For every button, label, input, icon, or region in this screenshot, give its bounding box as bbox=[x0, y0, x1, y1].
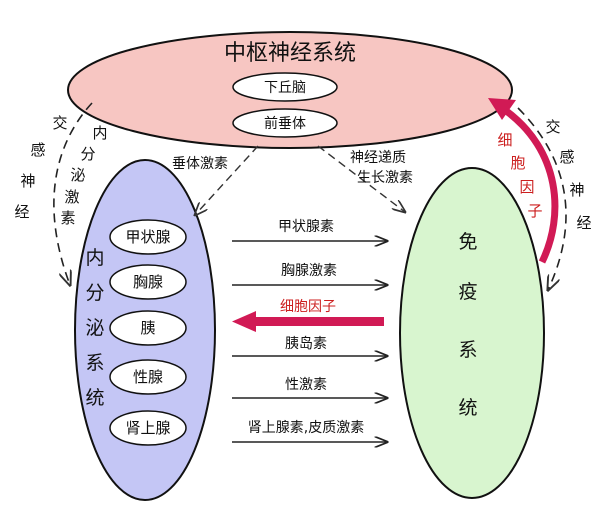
svg-text:甲状腺素: 甲状腺素 bbox=[278, 219, 334, 235]
svg-text:感: 感 bbox=[30, 141, 45, 159]
svg-text:统: 统 bbox=[85, 387, 104, 409]
cytokine-arc-right bbox=[502, 107, 559, 264]
svg-text:神: 神 bbox=[20, 172, 35, 190]
hormone-arrow-thyroxine: 甲状腺素 bbox=[232, 219, 387, 241]
cytokine-arc-right-head bbox=[488, 98, 516, 120]
left-arc-inner-label: 内 分 泌 激 素 bbox=[60, 124, 107, 227]
hormone-arrow-thymosin: 胸腺激素 bbox=[232, 262, 387, 285]
right-arc-inner-label: 细 胞 因 子 bbox=[497, 131, 542, 220]
right-arc-outer-label: 交 感 神 经 bbox=[545, 118, 591, 232]
hormone-arrow-sex-hormone: 性激素 bbox=[232, 376, 387, 398]
gland-thyroid: 甲状腺 bbox=[109, 219, 187, 255]
gland-gonad: 性腺 bbox=[109, 359, 187, 395]
gland-thymus: 胸腺 bbox=[109, 264, 187, 300]
neurotransmitter-arrow bbox=[317, 145, 405, 212]
svg-text:感: 感 bbox=[559, 148, 574, 166]
svg-text:内: 内 bbox=[85, 247, 104, 269]
svg-text:性腺: 性腺 bbox=[133, 368, 163, 386]
svg-text:细胞因子: 细胞因子 bbox=[280, 299, 336, 315]
hormone-arrow-insulin: 胰岛素 bbox=[232, 336, 387, 356]
svg-text:经: 经 bbox=[576, 214, 591, 232]
hormone-arrow-adrenal: 肾上腺素,皮质激素 bbox=[232, 419, 387, 442]
svg-text:内: 内 bbox=[92, 124, 107, 142]
svg-text:肾上腺: 肾上腺 bbox=[125, 419, 170, 437]
anterior-pituitary-box bbox=[232, 108, 338, 138]
svg-text:统: 统 bbox=[458, 397, 477, 419]
neurotransmitter-label-1: 神经递质 bbox=[350, 150, 406, 166]
svg-text:神: 神 bbox=[569, 181, 584, 199]
anterior-pituitary-label: 前垂体 bbox=[264, 115, 306, 132]
svg-text:细: 细 bbox=[497, 131, 512, 149]
left-nerve-arc bbox=[53, 102, 93, 285]
svg-text:胰: 胰 bbox=[140, 319, 155, 337]
svg-text:子: 子 bbox=[527, 202, 542, 220]
svg-text:甲状腺: 甲状腺 bbox=[125, 228, 170, 246]
svg-text:泌: 泌 bbox=[85, 317, 104, 339]
central-system-title: 中枢神经系统 bbox=[224, 41, 356, 66]
gland-adrenal: 肾上腺 bbox=[109, 410, 187, 446]
svg-text:因: 因 bbox=[519, 178, 534, 196]
left-arc-outer-label: 交 感 神 经 bbox=[14, 114, 67, 221]
svg-text:免: 免 bbox=[458, 231, 477, 253]
svg-text:胸腺激素: 胸腺激素 bbox=[281, 262, 337, 279]
hypothalamus-label: 下丘脑 bbox=[264, 80, 306, 96]
pituitary-hormone-label: 垂体激素 bbox=[172, 155, 228, 172]
svg-text:胰岛素: 胰岛素 bbox=[285, 336, 327, 352]
immune-system-ellipse bbox=[399, 167, 545, 499]
immune-system-title: 免 疫 系 统 bbox=[458, 231, 477, 419]
svg-text:激: 激 bbox=[64, 188, 79, 206]
svg-text:分: 分 bbox=[85, 282, 104, 304]
svg-text:性激素: 性激素 bbox=[285, 376, 327, 393]
pituitary-hormone-arrow bbox=[195, 145, 259, 215]
svg-text:分: 分 bbox=[80, 145, 95, 163]
svg-text:肾上腺素,皮质激素: 肾上腺素,皮质激素 bbox=[248, 419, 364, 436]
gland-pancreas: 胰 bbox=[109, 310, 187, 346]
svg-text:素: 素 bbox=[60, 209, 75, 227]
svg-text:交: 交 bbox=[545, 118, 560, 136]
right-nerve-arc bbox=[517, 107, 567, 290]
hypothalamus-box bbox=[232, 72, 338, 102]
endocrine-system-title: 内 分 泌 系 统 bbox=[85, 247, 104, 409]
cytokine-arrow-center: 细胞因子 bbox=[232, 299, 384, 332]
svg-text:交: 交 bbox=[52, 114, 67, 132]
svg-text:疫: 疫 bbox=[458, 281, 477, 303]
svg-text:泌: 泌 bbox=[70, 166, 85, 184]
svg-text:系: 系 bbox=[85, 352, 104, 374]
neurotransmitter-label-2: 生长激素 bbox=[357, 169, 413, 186]
svg-text:胞: 胞 bbox=[510, 154, 525, 172]
svg-text:系: 系 bbox=[458, 339, 477, 361]
svg-text:胸腺: 胸腺 bbox=[133, 273, 163, 291]
svg-text:经: 经 bbox=[14, 203, 29, 221]
